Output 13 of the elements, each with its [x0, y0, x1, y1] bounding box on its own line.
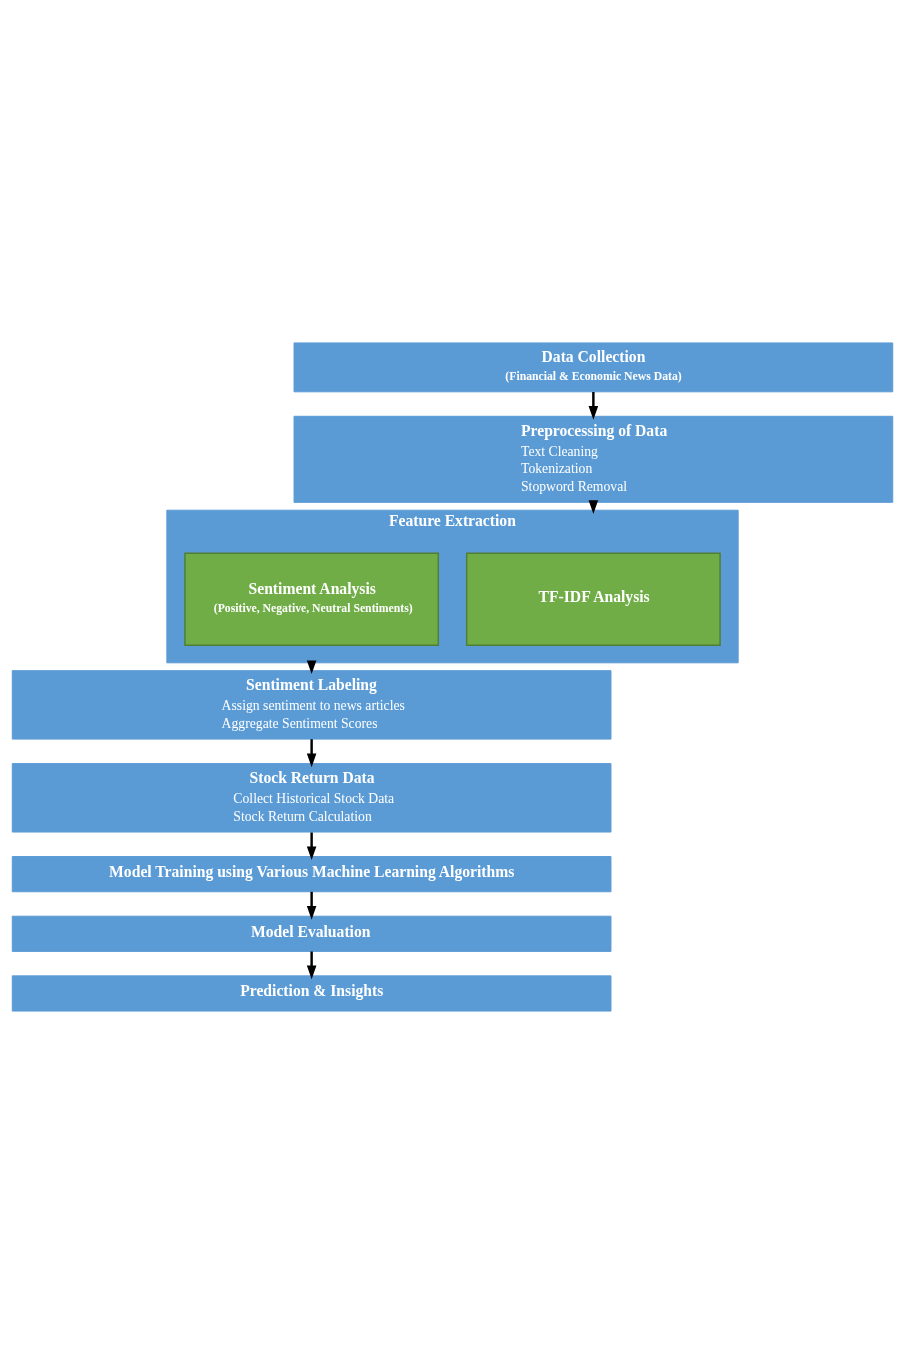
arrow	[588, 392, 599, 420]
node-box: Sentiment Labeling Assign sentiment to news articles Aggregate Sentiment Scores	[11, 670, 612, 740]
node-box: Stock Return Data Collect Historical Stock Data Stock Return Calculation	[11, 763, 612, 833]
node-box: Model Evaluation	[11, 915, 612, 952]
node-box: Data Collection (Financial & Economic News Data)	[293, 342, 894, 393]
node-box: TF-IDF Analysis	[465, 552, 721, 646]
arrow	[306, 832, 317, 861]
node-box: Prediction & Insights	[11, 975, 612, 1012]
node-box: Sentiment Analysis (Positive, Negative, Neutral Sentiments)	[184, 552, 440, 646]
arrow	[306, 739, 317, 768]
arrow	[306, 951, 317, 980]
arrow	[306, 891, 317, 920]
node-box: Model Training using Various Machine Learning Algorithms	[11, 856, 612, 893]
